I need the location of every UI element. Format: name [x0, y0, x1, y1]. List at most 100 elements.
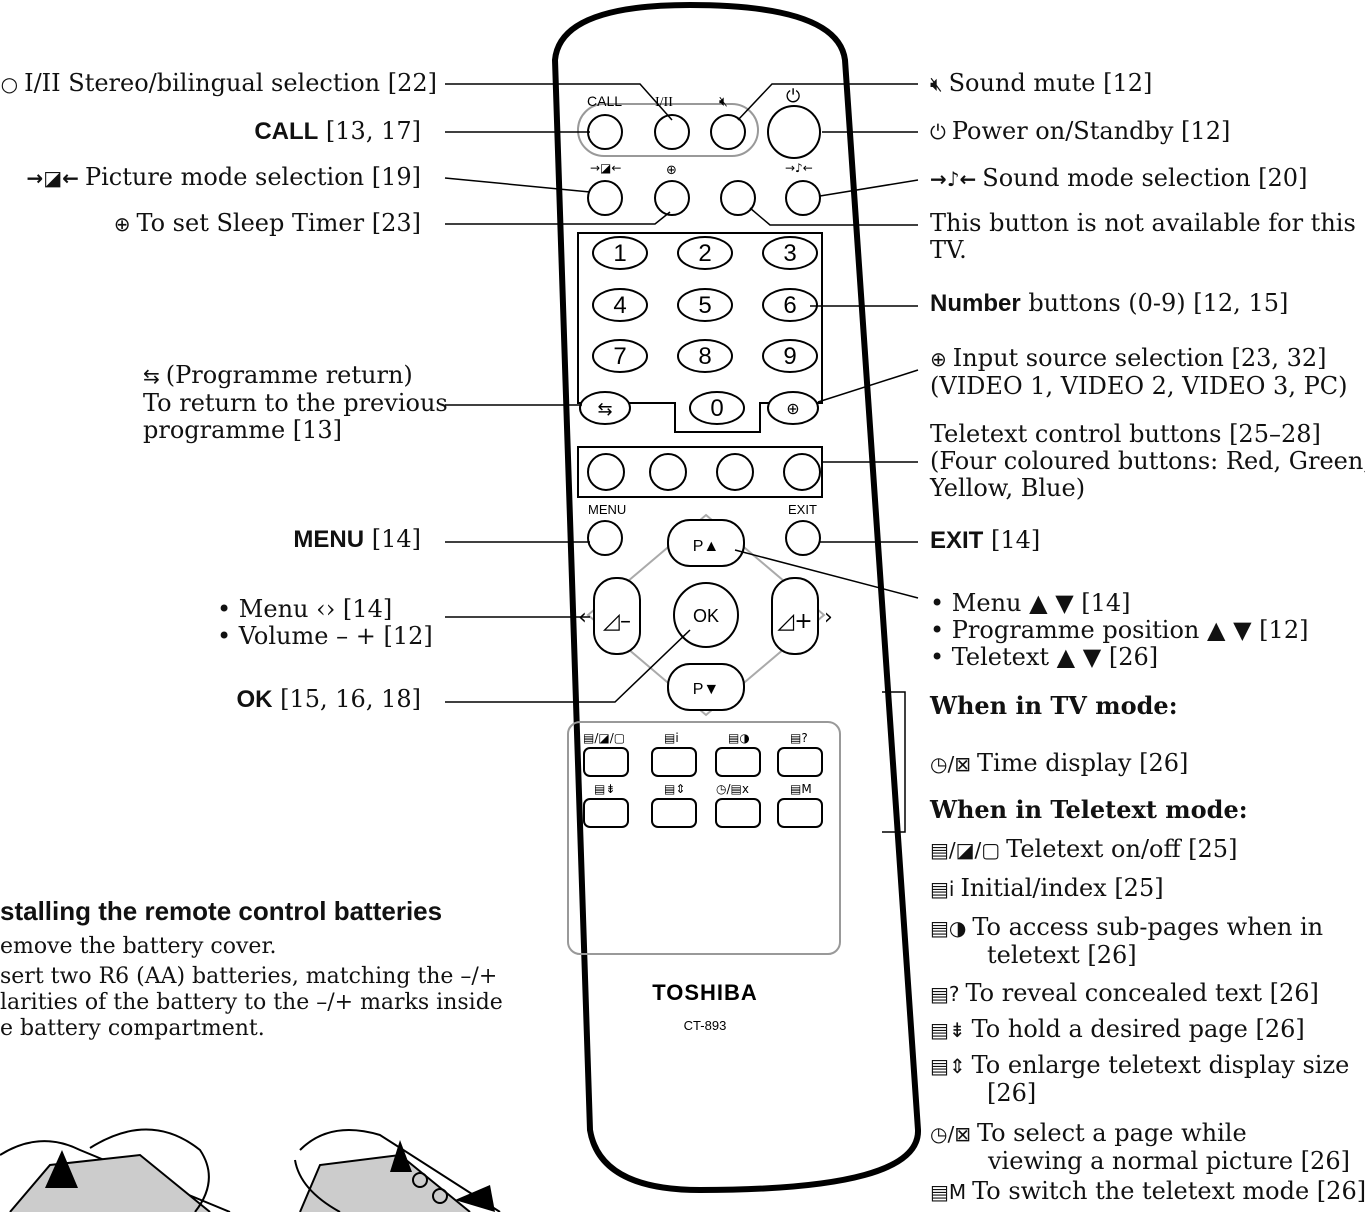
sound-mode-button	[785, 180, 821, 216]
power-button	[767, 105, 821, 159]
digit-button-0[interactable]	[689, 391, 745, 425]
number-buttons-text: Number buttons (0-9) [12, 15]	[930, 289, 1289, 318]
input-icon: ⊕	[786, 399, 799, 418]
volume-down-button	[593, 577, 641, 655]
digit-button-5[interactable]	[677, 288, 733, 322]
digit-button-8[interactable]	[677, 339, 733, 373]
stereo-label: I/II	[655, 95, 673, 110]
menu-arrows-text: • Menu ▲ ▼ [14] • Programme position ▲ ▼…	[930, 589, 1309, 671]
ok-label-text: OK [15, 16, 18]	[236, 685, 422, 714]
subpage-text: ▤◑To access sub-pages when in teletext […	[930, 913, 1324, 969]
teletext-mode-heading: When in Teletext mode:	[930, 795, 1248, 824]
svg-text:▤?: ▤?	[790, 731, 808, 745]
stereo-label-text: ○○I/II Stereo/bilingual selection [22]	[0, 70, 437, 98]
time-display-icon: ◷/⊠	[930, 752, 971, 776]
enlarge-icon: ▤⇕	[930, 1054, 966, 1078]
digit-button-9[interactable]	[762, 339, 818, 373]
svg-text:▤i: ▤i	[664, 731, 679, 745]
mute-icon: 🔇︎	[930, 72, 943, 96]
yellow-button	[716, 453, 754, 491]
input-source-icon: ⊕	[930, 347, 947, 371]
p-up-button	[667, 519, 745, 567]
teletext-colour-group	[577, 446, 823, 498]
hold-button	[583, 798, 629, 828]
mode-button	[777, 798, 823, 828]
digit-label-3: 3	[783, 240, 796, 267]
power-label: ⏻	[786, 86, 800, 107]
p-down-label: P▼	[693, 681, 720, 698]
picture-mode-text: →◪←Picture mode selection [19]	[26, 163, 421, 191]
input-button	[767, 391, 819, 425]
svg-text:▤⇕: ▤⇕	[664, 782, 685, 796]
hold-icon: ▤⇟	[930, 1018, 966, 1042]
menu-label-text: MENU [14]	[293, 525, 421, 554]
return-icon: ⇆	[597, 399, 612, 420]
digit-button-2[interactable]	[677, 236, 733, 270]
digit-button-3[interactable]	[762, 236, 818, 270]
digit-label-9: 9	[783, 343, 796, 370]
digit-button-6[interactable]	[762, 288, 818, 322]
sound-mode-label: →♪←	[785, 161, 813, 175]
digit-button-4[interactable]	[592, 288, 648, 322]
programme-return-button	[579, 391, 631, 425]
sleep-timer-icon: ⊕	[113, 212, 131, 236]
power-icon: ⏻	[930, 120, 946, 144]
brand-logo: TOSHIBA	[652, 980, 758, 1005]
digit-button-1[interactable]	[592, 236, 648, 270]
sleep-button	[654, 180, 690, 216]
input-source-text: ⊕Input source selection [23, 32] (VIDEO …	[930, 344, 1348, 400]
model-number: CT-893	[684, 1018, 727, 1033]
leader-lines	[444, 83, 919, 833]
exit-button	[785, 520, 821, 556]
svg-text:▤⇟: ▤⇟	[594, 782, 615, 796]
insert-arrow	[390, 1140, 412, 1172]
teletext-control-text: Teletext control buttons [25–28] (Four c…	[930, 420, 1365, 502]
sleep-timer-text: ⊕To set Sleep Timer [23]	[113, 209, 421, 237]
volume-up-icon: ◿+	[777, 609, 812, 634]
svg-text:▤M: ▤M	[790, 782, 812, 796]
volume-label-text: • Menu ‹› [14] • Volume – + [12]	[217, 595, 433, 650]
programme-return-text: ⇆(Programme return) To return to the pre…	[143, 361, 448, 444]
teletext-icon: ▤/◪/▢	[930, 838, 1001, 862]
menu-button	[587, 520, 623, 556]
time-page-button	[715, 798, 761, 828]
digit-label-2: 2	[698, 240, 711, 267]
call-label-text: CALL [13, 17]	[254, 117, 421, 146]
top-button-group	[577, 103, 759, 157]
tv-mode-heading: When in TV mode:	[930, 691, 1178, 720]
slide-arrow	[455, 1185, 495, 1212]
not-available-text: This button is not available for this TV…	[930, 209, 1356, 264]
select-page-icon: ◷/⊠	[930, 1122, 971, 1146]
red-button	[587, 453, 625, 491]
hold-text: ▤⇟To hold a desired page [26]	[930, 1015, 1305, 1043]
digit-label-6: 6	[783, 292, 796, 319]
p-down-button	[667, 663, 745, 711]
battery-step-2: sert two R6 (AA) batteries, matching the…	[0, 964, 503, 1041]
teletext-panel	[567, 721, 841, 955]
volume-up-button	[771, 577, 819, 655]
mute-button	[710, 114, 746, 150]
digit-button-7[interactable]	[592, 339, 648, 373]
teletext-onoff-button	[583, 747, 629, 777]
select-page-text: ◷/⊠To select a page while viewing a norm…	[930, 1119, 1350, 1175]
time-display-text: ◷/⊠Time display [26]	[930, 749, 1189, 777]
battery-illustrations	[0, 1128, 501, 1212]
digit-label-7: 7	[613, 343, 626, 370]
digit-label-4: 4	[613, 292, 626, 319]
call-label: CALL	[587, 93, 622, 109]
call-button	[587, 114, 623, 150]
right-chevron: ›	[824, 605, 833, 630]
exit-label-text: EXIT [14]	[930, 526, 1041, 555]
switch-mode-icon: ▤M	[930, 1180, 967, 1204]
subpage-icon: ▤◑	[930, 916, 967, 940]
remove-arrow	[45, 1150, 78, 1188]
exit-label: EXIT	[788, 502, 817, 517]
digit-label-1: 1	[613, 240, 626, 267]
digit-label-8: 8	[698, 343, 711, 370]
subpage-button	[715, 747, 761, 777]
picture-mode-label: →◪←	[590, 161, 621, 175]
green-button	[649, 453, 687, 491]
picture-mode-button	[587, 180, 623, 216]
stereo-icon: ○○	[0, 72, 19, 96]
